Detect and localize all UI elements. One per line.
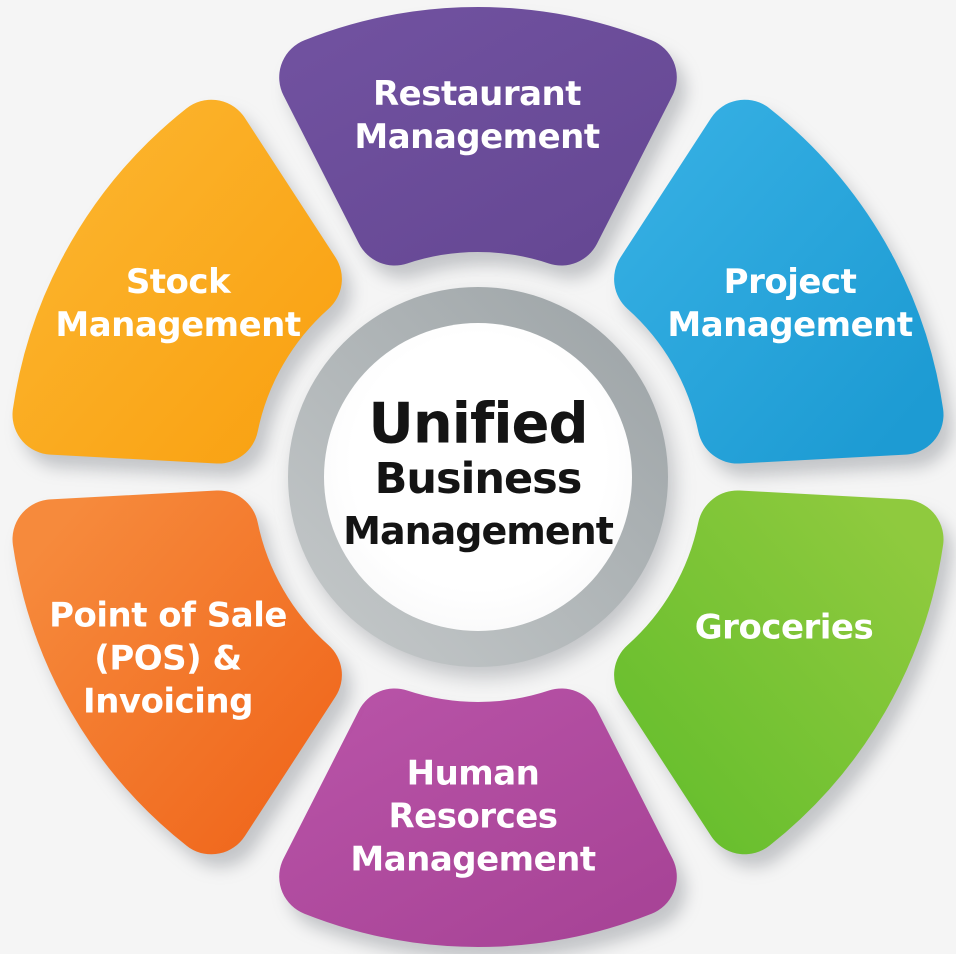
petal-groceries xyxy=(614,490,944,855)
label-restaurant-management: Restaurant Management xyxy=(354,74,600,157)
label-project-management: Project Management xyxy=(667,262,913,345)
center-title-business: Business xyxy=(374,454,583,504)
label-groceries: Groceries xyxy=(694,607,874,648)
label-point-of-sale-invoicing: Point of Sale (POS) & Invoicing xyxy=(49,595,287,722)
label-human-resources-management: Human Resorces Management xyxy=(350,753,596,880)
center-circle xyxy=(288,287,668,667)
petal-stock-management xyxy=(12,99,342,464)
center-disc xyxy=(324,323,632,631)
petal-human-resources-management xyxy=(279,688,677,947)
petal-project-management xyxy=(614,99,944,464)
petal-point-of-sale-invoicing xyxy=(12,490,342,855)
label-stock-management: Stock Management xyxy=(55,262,301,345)
center-title-management: Management xyxy=(343,509,614,553)
petal-restaurant-management xyxy=(279,7,677,266)
center-title-unified: Unified xyxy=(368,391,588,457)
